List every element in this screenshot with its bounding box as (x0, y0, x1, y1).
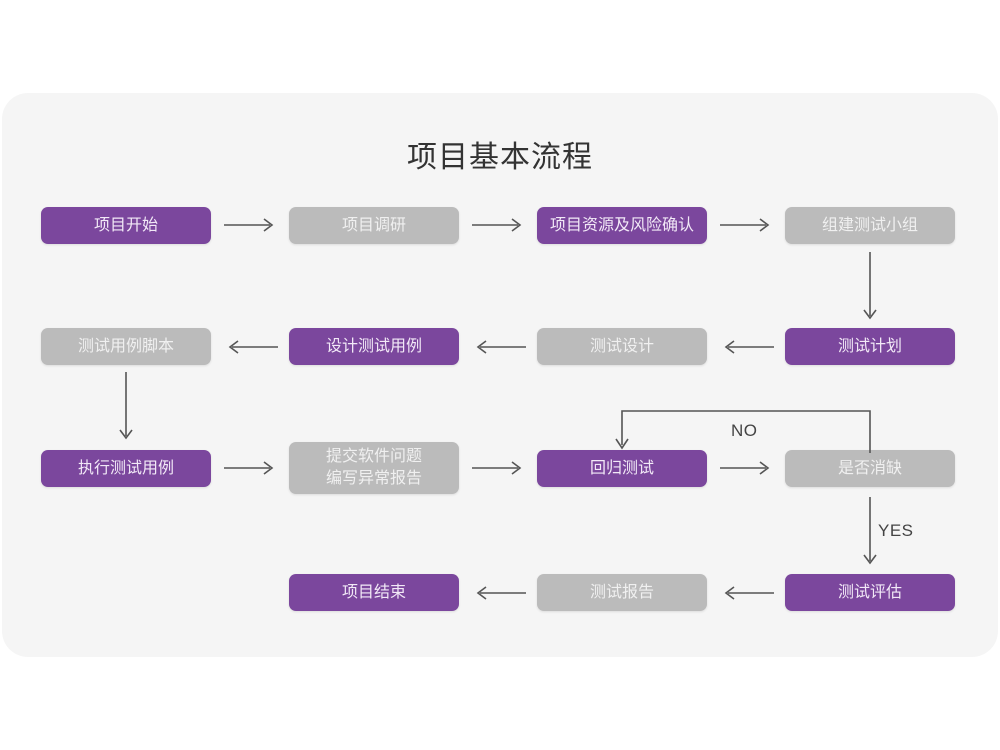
page-title: 项目基本流程 (407, 141, 593, 174)
node-test-plan[interactable]: 测试计划 (785, 328, 955, 365)
node-project-research[interactable]: 项目调研 (289, 207, 459, 244)
node-test-report[interactable]: 测试报告 (537, 574, 707, 611)
arrow-n3-n4 (720, 216, 774, 234)
node-project-end[interactable]: 项目结束 (289, 574, 459, 611)
node-submit-issue-report[interactable]: 提交软件问题 编写异常报告 (289, 442, 459, 494)
arrow-n8-n9 (117, 372, 135, 446)
arrow-n9-n10 (224, 459, 278, 477)
node-test-evaluation[interactable]: 测试评估 (785, 574, 955, 611)
arrow-n10-n11 (472, 459, 526, 477)
node-test-design[interactable]: 测试设计 (537, 328, 707, 365)
node-execute-test-cases[interactable]: 执行测试用例 (41, 450, 211, 487)
arrow-n1-n2 (224, 216, 278, 234)
arrow-n2-n3 (472, 216, 526, 234)
arrow-n12-n11-no (612, 405, 882, 461)
node-regression-test[interactable]: 回归测试 (537, 450, 707, 487)
edge-label-no: NO (731, 421, 758, 440)
node-test-case-script[interactable]: 测试用例脚本 (41, 328, 211, 365)
arrow-n5-n6 (720, 338, 774, 356)
node-resource-risk-confirm[interactable]: 项目资源及风险确认 (537, 207, 707, 244)
arrow-n13-n14 (720, 584, 774, 602)
arrow-n6-n7 (472, 338, 526, 356)
arrow-n14-n15 (472, 584, 526, 602)
node-build-test-team[interactable]: 组建测试小组 (785, 207, 955, 244)
node-project-start[interactable]: 项目开始 (41, 207, 211, 244)
node-defect-resolved-decision[interactable]: 是否消缺 (785, 450, 955, 487)
arrow-n11-n12 (720, 459, 774, 477)
arrow-n4-n5 (861, 252, 879, 326)
arrow-n7-n8 (224, 338, 278, 356)
node-submit-issue-line2: 编写异常报告 (325, 470, 422, 487)
diagram-card (2, 93, 998, 657)
node-submit-issue-line1: 提交软件问题 (325, 448, 422, 465)
arrow-n12-n13-yes (861, 497, 879, 571)
node-design-test-cases[interactable]: 设计测试用例 (289, 328, 459, 365)
edge-label-yes: YES (878, 521, 914, 540)
